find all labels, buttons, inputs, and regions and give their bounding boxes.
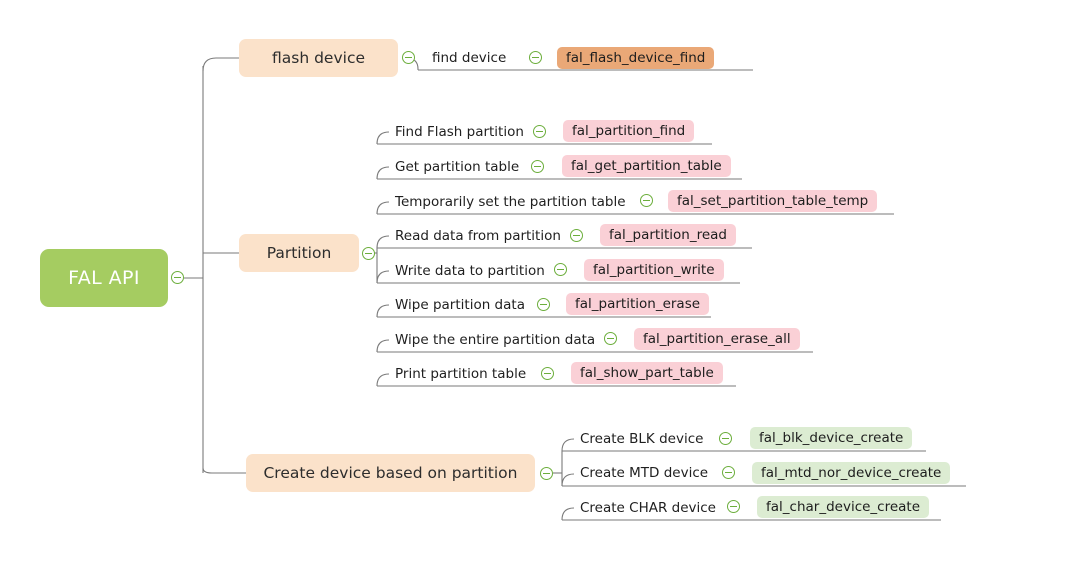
- find-device-collapse-toggle[interactable]: [529, 51, 542, 64]
- edge-to-flash-device: [202, 57, 240, 72]
- leaf-label-write-data-to-partition[interactable]: Write data to partition: [395, 263, 545, 279]
- leaf-label-get-partition-table[interactable]: Get partition table: [395, 159, 520, 175]
- badge-fal-flash-device-find[interactable]: fal_flash_device_find: [557, 47, 715, 69]
- root-collapse-toggle[interactable]: [171, 271, 184, 284]
- branch-node-flash-device[interactable]: flash device: [239, 39, 398, 77]
- create-blk-device-collapse-toggle[interactable]: [719, 432, 732, 445]
- leaf-label-create-char-device[interactable]: Create CHAR device: [580, 500, 716, 516]
- leaf-label-create-blk-device[interactable]: Create BLK device: [580, 431, 704, 447]
- branch-node-create-device[interactable]: Create device based on partition: [246, 454, 535, 492]
- branch-node-partition[interactable]: Partition: [239, 234, 359, 272]
- badge-fal-partition-read[interactable]: fal_partition_read: [600, 224, 736, 246]
- write-data-to-partition-collapse-toggle[interactable]: [554, 263, 567, 276]
- badge-fal-set-partition-table-temp[interactable]: fal_set_partition_table_temp: [668, 190, 878, 212]
- print-partition-table-collapse-toggle[interactable]: [541, 367, 554, 380]
- wipe-entire-partition-data-collapse-toggle[interactable]: [604, 332, 617, 345]
- riser-partition-1: [376, 131, 390, 145]
- create-char-device-collapse-toggle[interactable]: [727, 500, 740, 513]
- leaf-label-read-data-from-partition[interactable]: Read data from partition: [395, 228, 561, 244]
- leaf-label-temporarily-set-partition-table[interactable]: Temporarily set the partition table: [395, 194, 626, 210]
- badge-fal-partition-erase[interactable]: fal_partition_erase: [566, 293, 710, 315]
- badge-fal-partition-find[interactable]: fal_partition_find: [563, 120, 695, 142]
- leaf-label-create-mtd-device[interactable]: Create MTD device: [580, 465, 709, 481]
- branch-label-create-device: Create device based on partition: [263, 464, 518, 482]
- get-partition-table-collapse-toggle[interactable]: [531, 160, 544, 173]
- badge-fal-mtd-nor-device-create[interactable]: fal_mtd_nor_device_create: [752, 462, 951, 484]
- read-data-from-partition-collapse-toggle[interactable]: [570, 229, 583, 242]
- edge-to-create-device: [202, 467, 246, 474]
- badge-fal-get-partition-table[interactable]: fal_get_partition_table: [562, 155, 731, 177]
- leaf-label-wipe-partition-data[interactable]: Wipe partition data: [395, 297, 525, 313]
- branch-label-flash-device: flash device: [272, 49, 365, 67]
- partition-collapse-toggle[interactable]: [362, 247, 375, 260]
- badge-fal-char-device-create[interactable]: fal_char_device_create: [757, 496, 930, 518]
- root-node-fal-api[interactable]: FAL API: [40, 249, 168, 307]
- leaf-label-find-flash-partition[interactable]: Find Flash partition: [395, 124, 524, 140]
- badge-fal-partition-write[interactable]: fal_partition_write: [584, 259, 724, 281]
- badge-fal-blk-device-create[interactable]: fal_blk_device_create: [750, 427, 913, 449]
- find-flash-partition-collapse-toggle[interactable]: [533, 125, 546, 138]
- riser-partition-3: [376, 201, 390, 215]
- riser-partition-6: [376, 304, 390, 318]
- riser-create-1: [561, 438, 575, 452]
- wipe-partition-data-collapse-toggle[interactable]: [537, 298, 550, 311]
- leaf-label-wipe-entire-partition-data[interactable]: Wipe the entire partition data: [395, 332, 596, 348]
- riser-partition-2: [376, 166, 390, 180]
- leaf-label-find-device[interactable]: find device: [432, 50, 507, 66]
- riser-partition-4: [376, 235, 390, 249]
- riser-partition-7: [376, 339, 390, 353]
- leaf-label-print-partition-table[interactable]: Print partition table: [395, 366, 527, 382]
- create-device-collapse-toggle[interactable]: [540, 467, 553, 480]
- badge-fal-partition-erase-all[interactable]: fal_partition_erase_all: [634, 328, 800, 350]
- riser-create-3: [561, 507, 575, 521]
- flash-device-collapse-toggle[interactable]: [402, 51, 415, 64]
- riser-create-2: [561, 473, 575, 487]
- branch-label-partition: Partition: [266, 244, 332, 262]
- temporarily-set-partition-table-collapse-toggle[interactable]: [640, 194, 653, 207]
- root-node-label: FAL API: [68, 267, 140, 289]
- badge-fal-show-part-table[interactable]: fal_show_part_table: [571, 362, 723, 384]
- riser-partition-8: [376, 373, 390, 387]
- create-mtd-device-collapse-toggle[interactable]: [722, 466, 735, 479]
- riser-partition-5: [376, 270, 390, 284]
